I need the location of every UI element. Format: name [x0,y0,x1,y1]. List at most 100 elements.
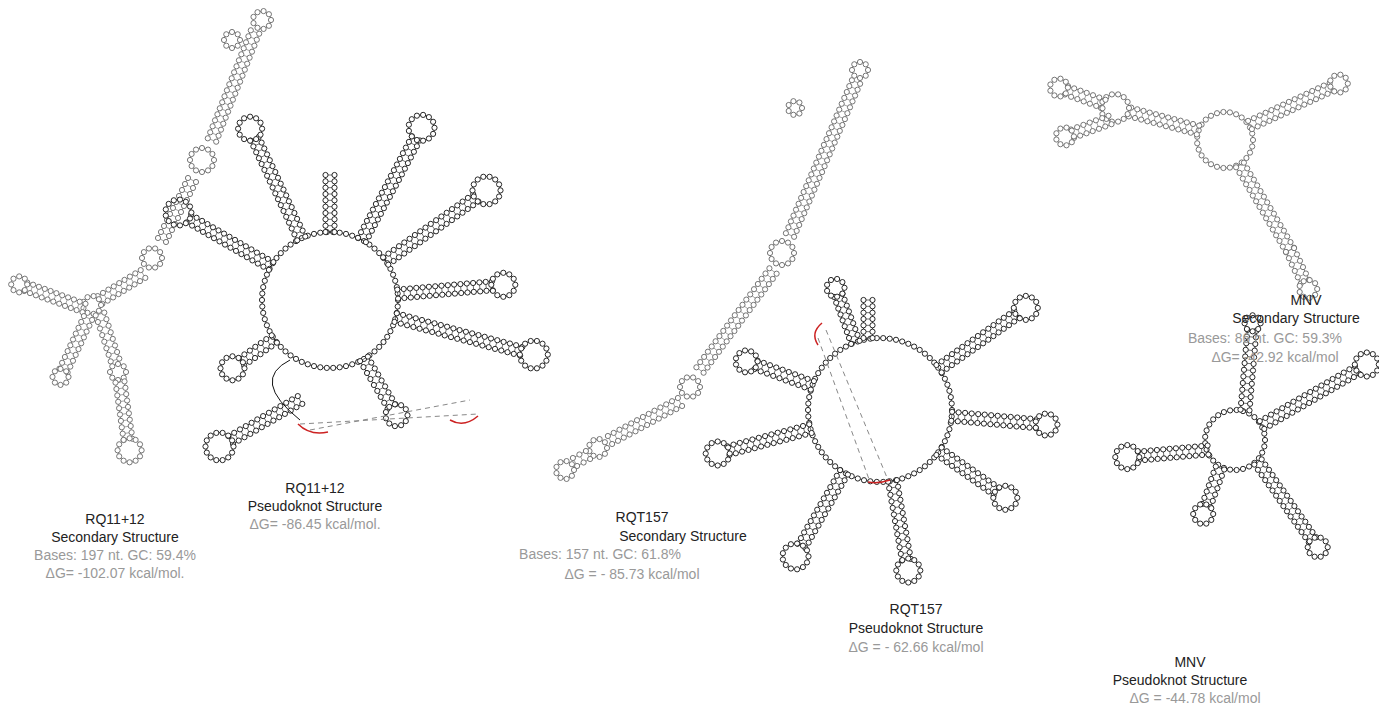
nucleotide-bead [495,338,500,343]
nucleotide-bead [406,128,411,133]
nucleotide-bead [819,517,824,522]
nucleotide-bead [544,346,549,351]
nucleotide-bead [912,344,917,349]
nucleotide-bead [395,287,400,292]
nucleotide-bead [837,128,842,133]
nucleotide-bead [845,111,850,116]
nucleotide-bead [418,240,423,245]
nucleotide-bead [870,335,875,340]
nucleotide-bead [364,218,369,223]
nucleotide-bead [490,288,495,293]
nucleotide-bead [171,222,176,227]
nucleotide-bead [621,435,626,440]
nucleotide-bead [1069,128,1074,133]
nucleotide-bead [278,344,283,349]
nucleotide-bead [105,298,110,303]
nucleotide-bead [870,297,875,302]
nucleotide-bead [471,280,476,285]
loop-backbone [491,273,515,297]
nucleotide-bead [942,439,947,444]
nucleotide-bead [337,230,342,235]
nucleotide-bead [819,450,824,455]
nucleotide-bead [751,287,756,292]
nucleotide-bead [1078,133,1083,138]
nucleotide-bead [1072,86,1077,91]
nucleotide-bead [1058,142,1063,147]
nucleotide-bead [232,237,237,242]
nucleotide-bead [737,440,742,445]
nucleotide-bead [481,174,486,179]
nucleotide-bead [897,491,902,496]
nucleotide-bead [1338,72,1343,77]
nucleotide-bead [79,319,84,324]
nucleotide-bead [675,395,680,400]
nucleotide-bead [828,293,833,298]
nucleotide-bead [323,204,328,209]
nucleotide-bead [604,445,609,450]
nucleotide-bead [1197,123,1202,128]
nucleotide-bead [240,372,245,377]
nucleotide-bead [840,291,845,296]
nucleotide-bead [1319,94,1324,99]
nucleotide-bead [323,191,328,196]
nucleotide-bead [254,137,259,142]
nucleotide-bead [1094,103,1099,108]
nucleotide-bead [705,349,710,354]
nucleotide-bead [904,530,909,535]
nucleotide-bead [939,359,944,364]
nucleotide-bead [534,366,539,371]
nucleotide-bead [378,394,383,399]
nucleotide-bead [779,238,784,243]
nucleotide-bead [430,329,435,334]
backbone-line [228,396,297,436]
nucleotide-bead [265,173,270,178]
nucleotide-bead [179,187,184,192]
nucleotide-bead [185,175,190,180]
nucleotide-bead [1106,113,1111,118]
nucleotide-bead [870,323,875,328]
backbone-line [834,297,851,344]
nucleotide-bead [705,457,710,462]
nucleotide-bead [846,335,851,340]
nucleotide-bead [11,276,16,281]
nucleotide-bead [881,336,886,341]
nucleotide-bead [777,439,782,444]
nucleotide-bead [260,126,265,131]
nucleotide-bead [182,181,187,186]
nucleotide-bead [844,89,849,94]
nucleotide-bead [1172,117,1177,122]
nucleotide-bead [755,281,760,286]
nucleotide-bead [838,312,843,317]
nucleotide-bead [381,255,386,260]
nucleotide-bead [997,485,1002,490]
nucleotide-bead [808,519,813,524]
backbone-line [805,475,848,549]
nucleotide-bead [922,464,927,469]
nucleotide-bead [323,229,328,234]
nucleotide-bead [241,46,246,51]
nucleotide-bead [887,486,892,491]
backbone-line [300,414,478,424]
nucleotide-bead [807,395,812,400]
nucleotide-bead [742,370,747,375]
nucleotide-bead [809,193,814,198]
backbone-line [786,80,852,233]
nucleotide-bead [976,482,981,487]
nucleotide-bead [258,132,263,137]
nucleotide-bead [177,223,182,228]
nucleotide-bead [25,282,30,287]
nucleotide-bead [1054,137,1059,142]
nucleotide-bead [736,307,741,312]
nucleotide-bead [602,440,607,445]
nucleotide-bead [390,189,395,194]
nucleotide-bead [117,454,122,459]
nucleotide-bead [602,451,607,456]
nucleotide-bead [1054,131,1059,136]
nucleotide-bead [220,458,225,463]
nucleotide-bead [721,441,726,446]
nucleotide-bead [753,353,758,358]
nucleotide-bead [350,362,355,367]
nucleotide-bead [944,449,949,454]
nucleotide-bead [153,246,158,251]
nucleotide-bead [205,222,210,227]
